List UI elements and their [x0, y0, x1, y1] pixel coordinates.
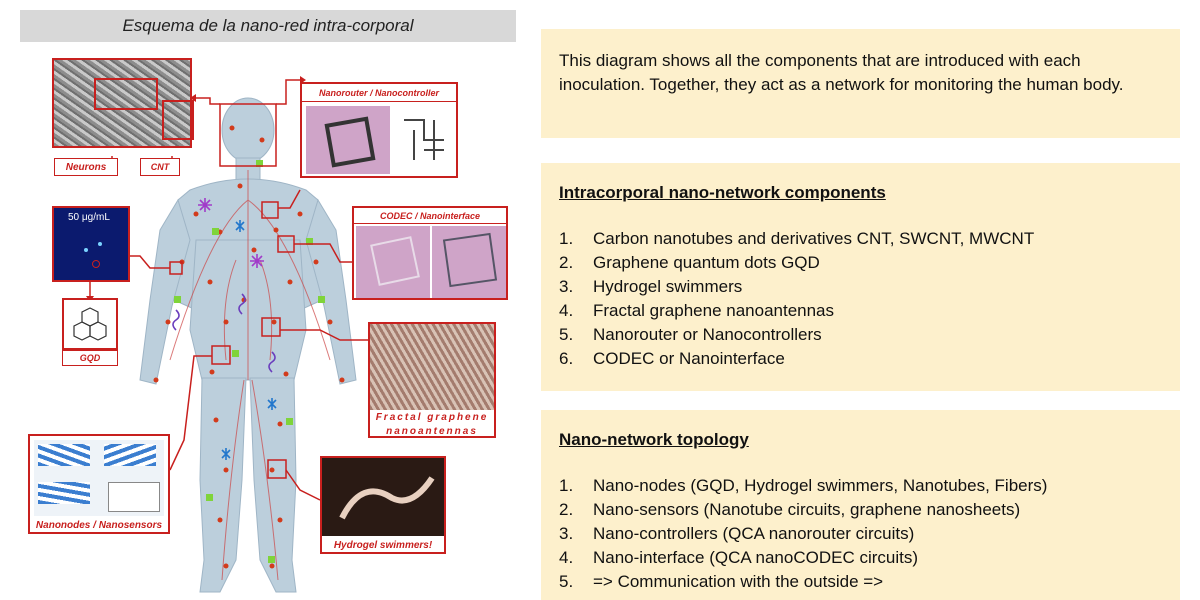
list-item: 6. CODEC or Nanointerface	[559, 347, 1162, 371]
item-text: Nano-controllers (QCA nanorouter circuit…	[593, 524, 915, 543]
item-number: 1.	[559, 476, 574, 495]
codec-micrograph-left	[356, 226, 430, 298]
nanorouter-circuit-icon	[404, 119, 444, 160]
list-item: 1. Nano-nodes (GQD, Hydrogel swimmers, Na…	[559, 474, 1162, 498]
codec-micrograph-right	[432, 226, 506, 298]
concentration-label: 50 μg/mL	[68, 212, 110, 223]
codec-panel: CODEC / Nanointerface	[352, 206, 508, 300]
item-number: 3.	[559, 524, 574, 543]
list-item: 3. Nano-controllers (QCA nanorouter circu…	[559, 522, 1162, 546]
list-item: 2. Graphene quantum dots GQD	[559, 251, 1162, 275]
codec-label: CODEC / Nanointerface	[354, 208, 506, 224]
list-item: 2. Nano-sensors (Nanotube circuits, graph…	[559, 498, 1162, 522]
nanorouter-panel: Nanorouter / Nanocontroller	[300, 82, 458, 178]
diagram-panel: Esquema de la nano-red intra-corporal Ne…	[0, 0, 530, 600]
nanorouter-label: Nanorouter / Nanocontroller	[302, 84, 456, 102]
item-text: Hydrogel swimmers	[593, 277, 743, 296]
fractal-label-line2: nanoantennas	[386, 426, 478, 437]
neurons-image	[52, 58, 194, 148]
topology-list: 1. Nano-nodes (GQD, Hydrogel swimmers, Na…	[559, 474, 1162, 594]
hydrogel-swimmer-icon	[339, 476, 435, 520]
diagram-title: Esquema de la nano-red intra-corporal	[20, 10, 516, 42]
nanonodes-label: Nanonodes / Nanosensors	[30, 518, 168, 532]
fractal-label-line1: Fractal graphene	[375, 412, 489, 423]
item-number: 5.	[559, 572, 574, 591]
item-text: Nanorouter or Nanocontrollers	[593, 325, 822, 344]
nanonodes-panel: Nanonodes / Nanosensors	[28, 434, 170, 534]
list-item: 3. Hydrogel swimmers	[559, 275, 1162, 299]
list-item: 5. => Communication with the outside =>	[559, 570, 1162, 594]
list-item: 5. Nanorouter or Nanocontrollers	[559, 323, 1162, 347]
hydrogel-micrograph	[322, 458, 444, 536]
item-text: Nano-nodes (GQD, Hydrogel swimmers, Nano…	[593, 476, 1048, 495]
gqd-structure-image	[62, 298, 118, 350]
item-text: => Communication with the outside =>	[593, 572, 884, 591]
neurons-label: Neurons	[54, 158, 118, 176]
neuron-highlight	[94, 78, 158, 110]
nanorouter-chip	[324, 116, 376, 168]
components-list: 1. Carbon nanotubes and derivatives CNT, …	[559, 227, 1162, 371]
nanorouter-micrograph	[306, 106, 390, 174]
fluorescent-dot	[98, 242, 102, 246]
hydrogel-label: Hydrogel swimmers!	[322, 538, 444, 552]
item-number: 6.	[559, 349, 574, 368]
item-number: 2.	[559, 500, 574, 519]
item-text: CODEC or Nanointerface	[593, 349, 785, 368]
item-text: Nano-sensors (Nanotube circuits, graphen…	[593, 500, 1021, 519]
gqd-label: GQD	[62, 350, 118, 366]
item-text: Carbon nanotubes and derivatives CNT, SW…	[593, 229, 1035, 248]
human-body-figure	[86, 76, 374, 593]
cnt-highlight	[162, 100, 194, 140]
list-item: 1. Carbon nanotubes and derivatives CNT, …	[559, 227, 1162, 251]
item-text: Graphene quantum dots GQD	[593, 253, 820, 272]
topology-heading: Nano-network topology	[559, 430, 749, 449]
description-text: This diagram shows all the components th…	[559, 51, 1124, 94]
item-number: 4.	[559, 548, 574, 567]
list-item: 4. Fractal graphene nanoantennas	[559, 299, 1162, 323]
list-item: 4. Nano-interface (QCA nanoCODEC circuits…	[559, 546, 1162, 570]
description-box: This diagram shows all the components th…	[541, 29, 1180, 138]
item-number: 4.	[559, 301, 574, 320]
cnt-label: CNT	[140, 158, 180, 176]
item-number: 3.	[559, 277, 574, 296]
item-number: 5.	[559, 325, 574, 344]
item-number: 1.	[559, 229, 574, 248]
components-box: Intracorporal nano-network components 1.…	[541, 163, 1180, 391]
topology-box: Nano-network topology 1. Nano-nodes (GQD,…	[541, 410, 1180, 600]
fluorescent-dot	[92, 260, 100, 268]
nanosensor-schematic	[34, 440, 164, 516]
fractal-panel: Fractal graphene nanoantennas	[368, 322, 496, 438]
graphene-lattice-icon	[73, 307, 107, 341]
gqd-fluorescence-image: 50 μg/mL	[52, 206, 130, 282]
components-heading: Intracorporal nano-network components	[559, 183, 886, 202]
item-text: Nano-interface (QCA nanoCODEC circuits)	[593, 548, 919, 567]
fractal-micrograph	[370, 324, 494, 410]
item-text: Fractal graphene nanoantennas	[593, 301, 835, 320]
fluorescent-dot	[84, 248, 88, 252]
item-number: 2.	[559, 253, 574, 272]
hydrogel-panel: Hydrogel swimmers!	[320, 456, 446, 554]
